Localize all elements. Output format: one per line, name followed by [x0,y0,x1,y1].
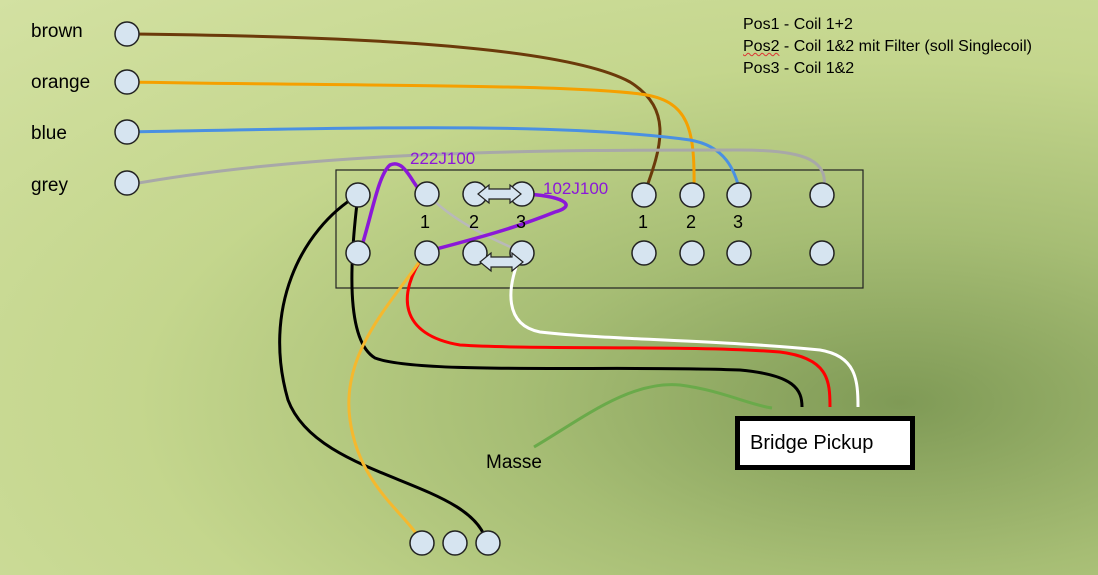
switch-terminal [631,240,657,266]
bridge-pickup-box: Bridge Pickup [735,416,915,470]
brown-terminal [114,21,140,47]
switch-terminal [809,182,835,208]
switch-terminal [414,181,440,207]
switch-number-left-1: 1 [420,212,431,232]
pot-lug [475,530,501,556]
switch-number-right-3: 3 [733,212,744,232]
wire-label-blue: blue [31,123,67,144]
purple-capacitor-102j100-lead [424,192,568,254]
orange-terminal [114,69,140,95]
ground-label: Masse [486,452,542,473]
switch-terminal [462,240,488,266]
bridge-pickup-label: Bridge Pickup [750,432,874,454]
wire-label-grey: grey [31,175,68,196]
switch-terminal [345,182,371,208]
grey-wire [126,148,827,191]
switch-terminal [726,182,752,208]
switch-number-left-2: 2 [469,212,480,232]
note-pos2-prefix: Pos2 [743,38,780,55]
capacitor-label-222j100: 222J100 [410,149,476,168]
brown-wire [126,32,662,193]
capacitor-label-102j100: 102J100 [543,179,609,198]
red-pickup-wire [405,251,832,408]
bridge-arrow-icon [477,183,522,205]
note-pos2: Pos2 - Coil 1&2 mit Filter (soll Singlec… [743,36,1032,58]
switch-body [335,169,864,289]
switch-terminal [679,182,705,208]
note-pos2-text: - Coil 1&2 mit Filter (soll Singlecoil) [779,38,1032,55]
wire-label-brown: brown [31,21,83,42]
yellow-pot-wire [347,251,428,545]
switch-terminal [345,240,371,266]
purple-capacitor-222j100-lead [358,162,426,253]
pot-lug [409,530,435,556]
blue-terminal [114,119,140,145]
bridge-arrow-icon [479,251,524,273]
switch-terminal [414,240,440,266]
switch-terminal [679,240,705,266]
switch-terminal [631,182,657,208]
note-pos1: Pos1 - Coil 1+2 [743,16,853,33]
note-pos3: Pos3 - Coil 1&2 [743,60,855,77]
white-pickup-wire [509,251,860,408]
grey-terminal [114,170,140,196]
black-pickup-wire [350,194,804,408]
orange-wire [126,80,696,193]
switch-number-right-2: 2 [686,212,697,232]
switch-number-right-1: 1 [638,212,649,232]
switch-terminal [809,240,835,266]
blue-wire [126,126,742,193]
switch-number-left-3: 3 [516,212,527,232]
switch-terminal [726,240,752,266]
black-pot-wire [278,193,489,545]
green-ground-wire [533,383,773,449]
pot-lug [442,530,468,556]
wire-label-orange: orange [31,72,91,93]
position-notes: Pos1 - Coil 1+2 Pos2 - Coil 1&2 mit Filt… [743,14,1032,80]
